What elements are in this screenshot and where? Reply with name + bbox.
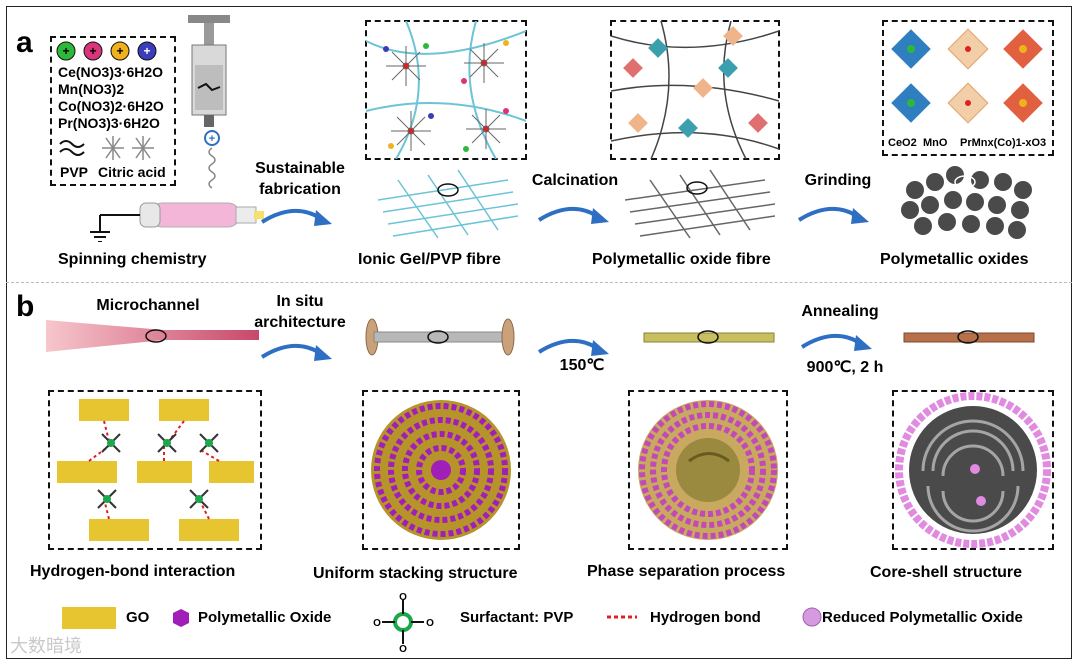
temp-900-label: 900℃, 2 h	[806, 359, 884, 376]
hbond-legend-line	[607, 615, 637, 619]
panel-a-letter: a	[16, 26, 33, 59]
citric-label: Citric acid	[98, 164, 166, 180]
microchannel	[46, 320, 259, 352]
arrow-4	[260, 343, 332, 361]
panel-separator	[6, 282, 1072, 283]
svg-text:+: +	[116, 44, 123, 58]
go-legend-swatch	[62, 607, 116, 629]
pvp-label: PVP	[60, 164, 89, 180]
microchannel-label: Microchannel	[96, 297, 200, 314]
svg-text:+: +	[209, 133, 215, 145]
reduced-oxide-legend-label: Reduced Polymetallic Oxide	[822, 609, 1023, 626]
svg-text:+: +	[62, 44, 69, 58]
phase-separation-cross-section	[638, 400, 778, 540]
ion-icons: + + + +	[56, 41, 157, 61]
crystal-label-mno: MnO	[923, 137, 948, 149]
reagent-4: Pr(NO3)3·6H2O	[58, 115, 160, 131]
coreshell-caption: Core-shell structure	[870, 564, 1023, 581]
oxide-fibre-network	[611, 21, 779, 159]
uniform-stacking-cross-section	[371, 400, 511, 540]
insitu-label-1: In situ	[276, 293, 324, 310]
reagent-2: Mn(NO3)2	[58, 81, 125, 97]
coreshell-rod	[903, 330, 1035, 344]
insitu-label-2: architecture	[254, 314, 346, 331]
oxide-fibre-label: Polymetallic oxide fibre	[592, 251, 771, 268]
svg-text:O: O	[426, 618, 434, 629]
oxide-particles	[901, 166, 1032, 239]
phase-rod	[643, 330, 775, 344]
reagent-1: Ce(NO3)3·6H2O	[58, 64, 164, 80]
svg-text:O: O	[373, 618, 381, 629]
svg-text:O: O	[399, 592, 407, 603]
coreshell-cross-section	[895, 392, 1051, 548]
hbond-legend-label: Hydrogen bond	[650, 609, 761, 626]
go-legend-label: GO	[126, 609, 150, 626]
watermark: 大数暗境	[10, 636, 82, 656]
arrow-5	[537, 338, 609, 356]
sustainable-label-1: Sustainable	[255, 160, 345, 177]
electrospinning-apparatus: +	[90, 15, 264, 242]
stacking-rod	[365, 318, 515, 356]
annealing-label: Annealing	[801, 303, 879, 320]
figure-frame	[6, 6, 1072, 659]
crystal-label-ceo2: CeO2	[888, 137, 917, 149]
svg-text:+: +	[89, 44, 96, 58]
ionic-gel-network	[366, 21, 526, 159]
oxide-fibre-mesh	[625, 169, 775, 239]
reagent-3: Co(NO3)2·6H2O	[58, 98, 164, 114]
grinding-label: Grinding	[804, 172, 872, 189]
pvp-structure-icon: O O O O	[373, 592, 434, 652]
calcination-label: Calcination	[531, 172, 619, 189]
sustainable-label-2: fabrication	[259, 181, 341, 198]
phase-caption: Phase separation process	[587, 563, 786, 580]
ionic-gel-label: Ionic Gel/PVP fibre	[358, 251, 501, 268]
oxides-label: Polymetallic oxides	[880, 251, 1029, 268]
temp-150-label: 150℃	[559, 357, 605, 374]
uniform-caption: Uniform stacking structure	[313, 565, 518, 582]
hbond-diagram	[57, 399, 254, 541]
ionic-gel-inset	[365, 20, 527, 160]
reagent-box	[50, 36, 176, 186]
pvp-citric-icons	[59, 136, 154, 160]
arrow-3	[797, 206, 869, 224]
crystal-structures	[891, 28, 1043, 124]
ionic-gel-fibre-mesh	[378, 169, 518, 239]
svg-text:+: +	[143, 44, 150, 58]
svg-text:O: O	[399, 644, 407, 652]
poly-oxide-legend-label: Polymetallic Oxide	[198, 609, 332, 626]
crystal-label-perovskite: PrMnx(Co)1-xO3	[960, 137, 1047, 149]
poly-oxide-legend-icon	[173, 609, 189, 627]
reduced-oxide-legend-icon	[802, 607, 822, 627]
panel-b-letter: b	[16, 290, 35, 323]
spinning-chemistry-label: Spinning chemistry	[58, 251, 207, 268]
surfactant-legend-label: Surfactant: PVP	[460, 609, 574, 626]
arrow-1	[260, 208, 332, 226]
hbond-caption: Hydrogen-bond interaction	[30, 563, 236, 580]
arrow-2	[537, 206, 609, 224]
arrow-6	[800, 333, 872, 351]
